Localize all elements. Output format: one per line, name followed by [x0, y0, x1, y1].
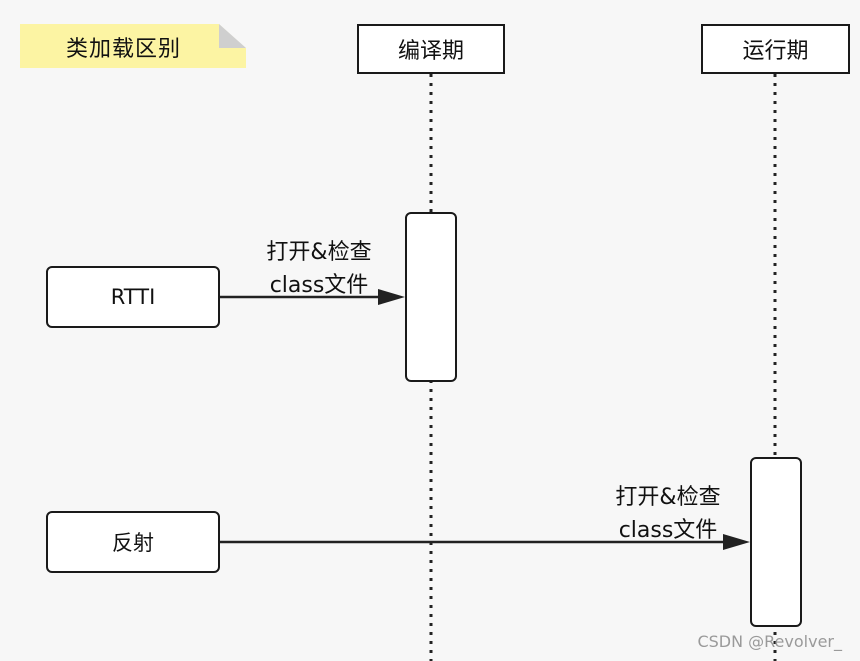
- arrow-reflection-head: [723, 534, 750, 550]
- message-rtti: 打开&检查 class文件: [238, 236, 400, 302]
- message-rtti-line1: 打开&检查: [266, 240, 372, 265]
- message-reflection-line2: class文件: [618, 518, 718, 543]
- title-note: [20, 24, 246, 68]
- note-label: 类加载区别: [66, 37, 182, 62]
- message-reflection-line1: 打开&检查: [615, 485, 721, 510]
- lane-runtime: 运行期: [701, 24, 850, 74]
- actor-rtti: RTTI: [46, 266, 220, 328]
- message-rtti-line2: class文件: [269, 273, 369, 298]
- lane-compile-time: 编译期: [357, 24, 505, 74]
- watermark: CSDN @Revolver_: [697, 632, 842, 651]
- actor-reflection: 反射: [46, 511, 220, 573]
- message-reflection: 打开&检查 class文件: [587, 481, 749, 547]
- activation-compile: [405, 212, 457, 382]
- arrow-rtti-head: [378, 289, 405, 305]
- activation-runtime: [750, 457, 802, 627]
